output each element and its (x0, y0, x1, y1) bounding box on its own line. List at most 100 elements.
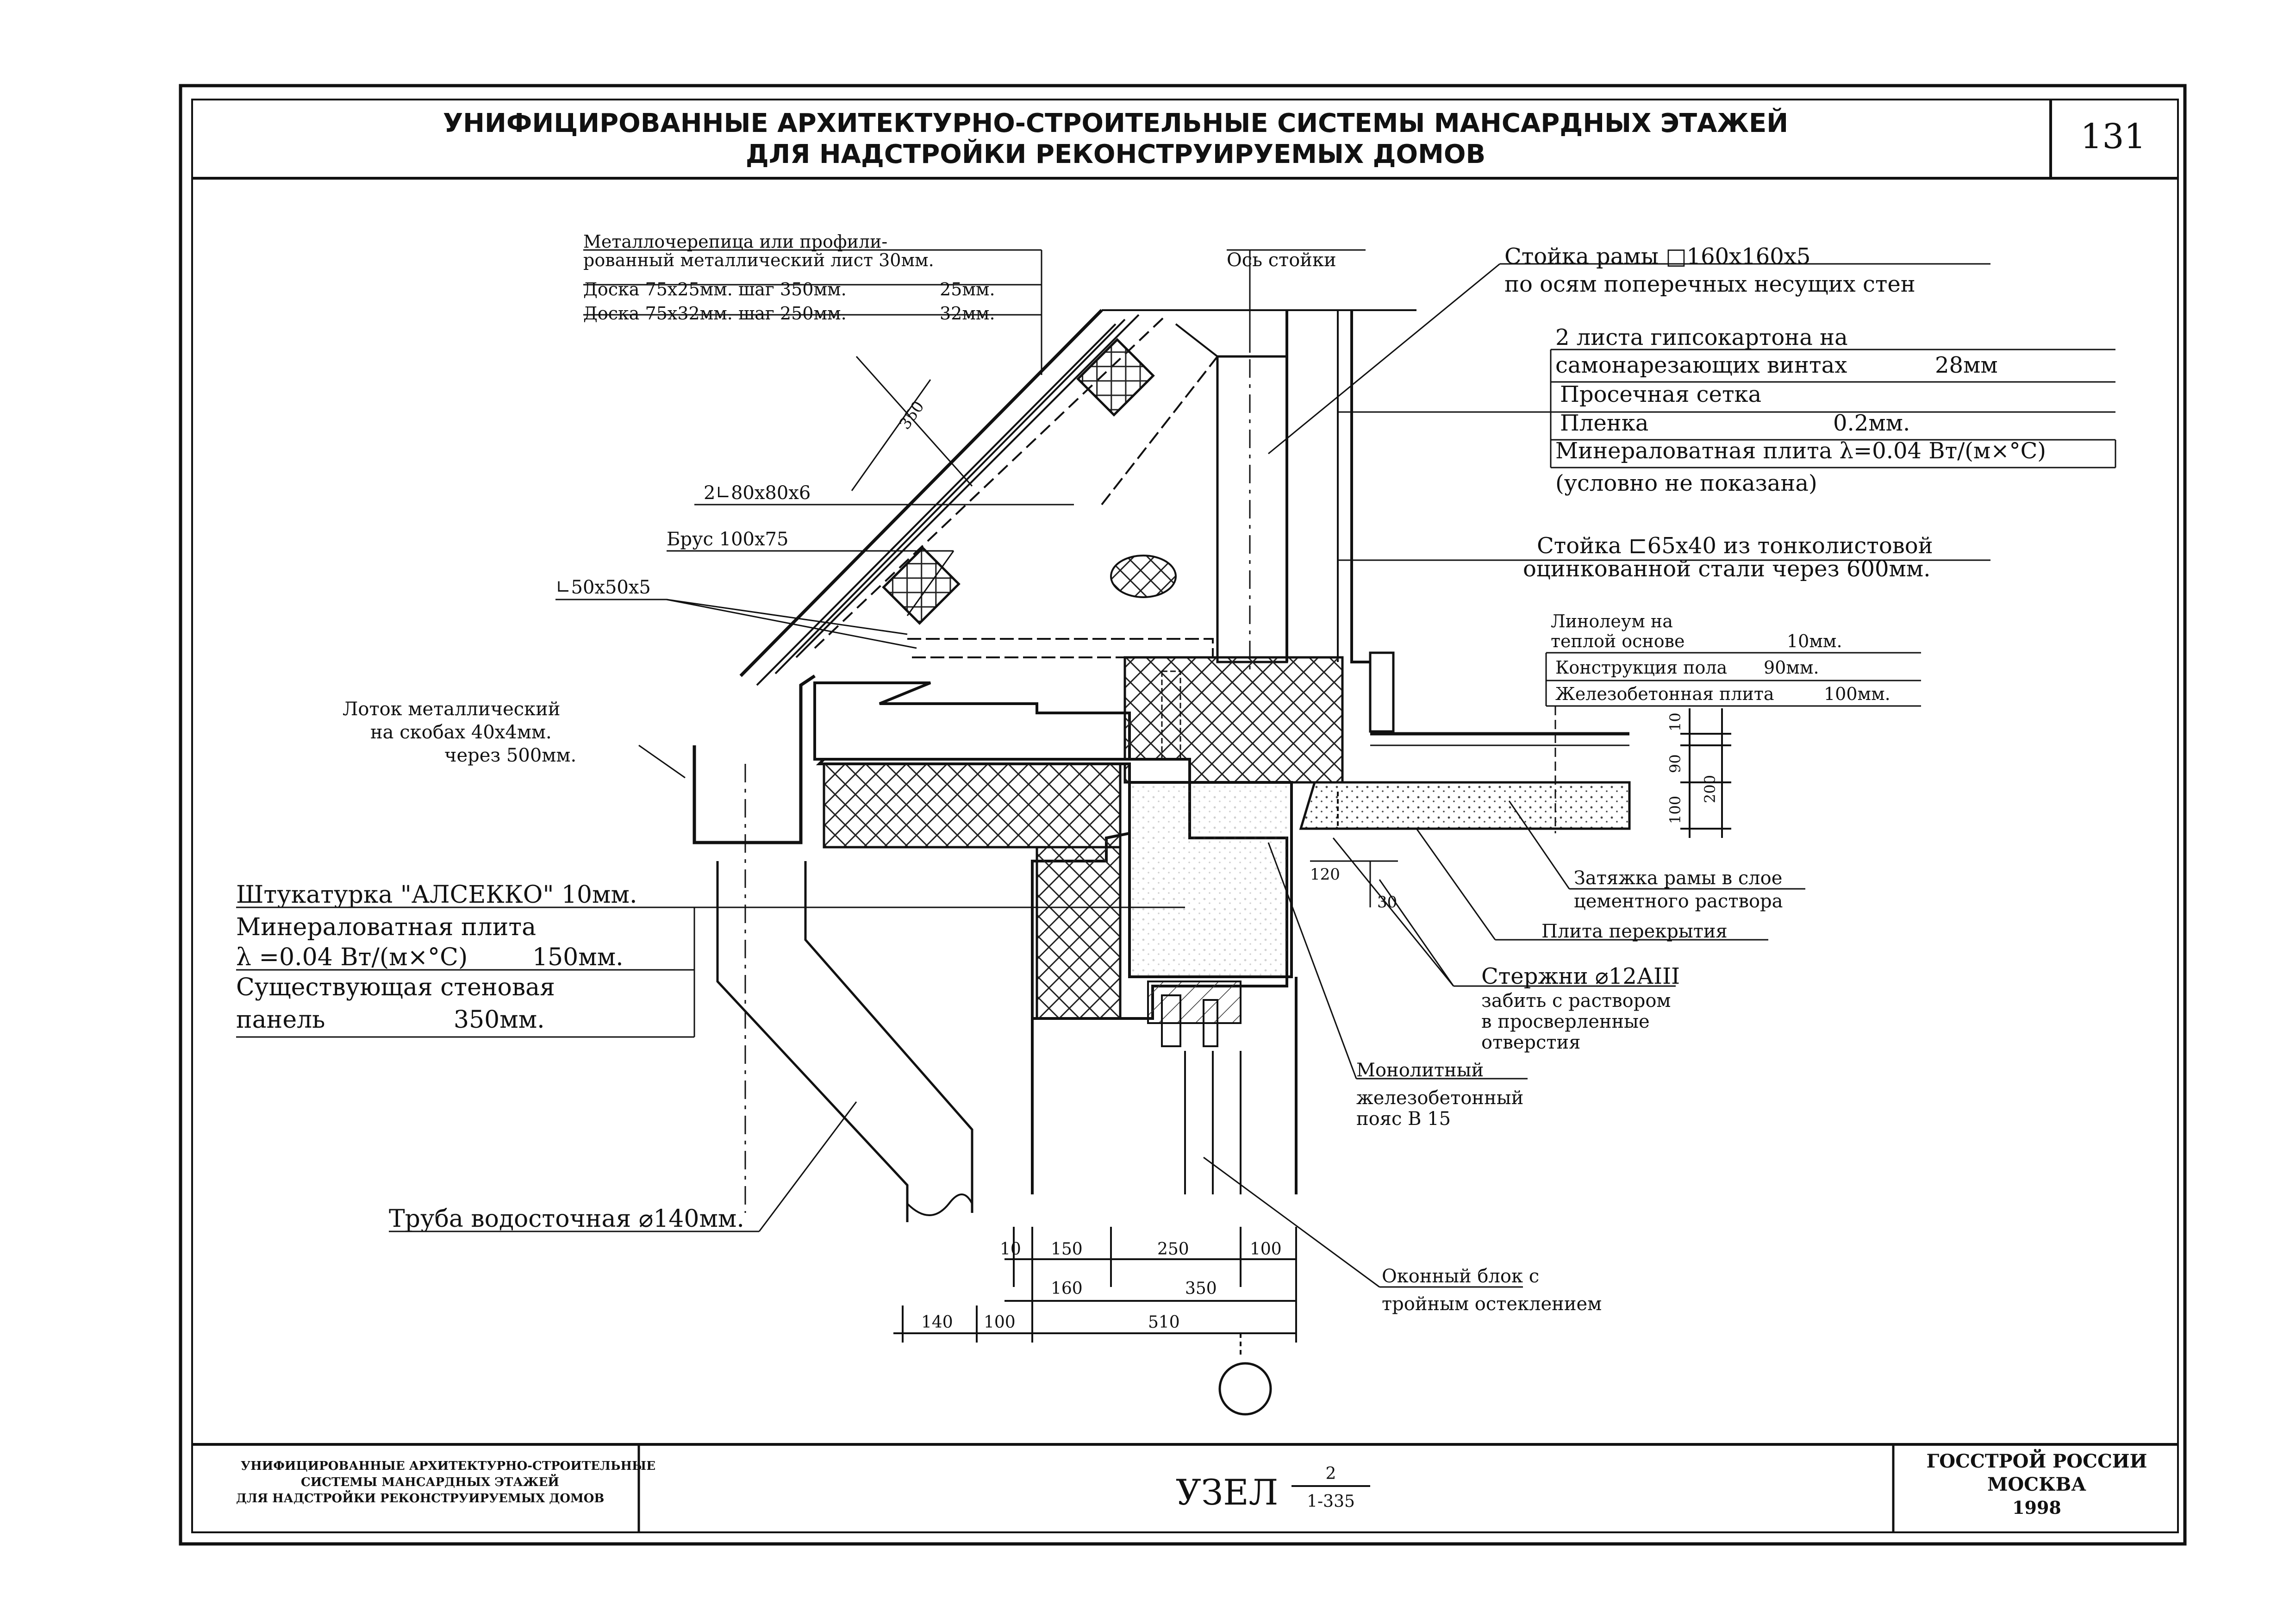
label-plaster: Штукатурка "АЛСЕККО" 10мм. (236, 881, 637, 909)
dim-120: 120 (1310, 865, 1340, 884)
label-gypsum-2: самонарезающих винтах (1555, 352, 1847, 378)
stamp-org-1: ГОССТРОЙ РОССИИ (1927, 1449, 2147, 1472)
floor-dimension-chain (1680, 708, 1731, 838)
label-wool-wall-1: Минераловатная плита (236, 913, 536, 941)
label-board-1-thk: 25мм. (940, 279, 995, 300)
window-block (1147, 981, 1242, 1194)
label-floor-thk: 90мм. (1764, 657, 1819, 678)
label-lino-1: Линолеум на (1551, 611, 1673, 631)
roof-beam-upper (1076, 338, 1155, 417)
label-wool-roof: Минераловатная плита λ=0.04 Вт/(м×°С) (1555, 438, 2046, 464)
dim-floor-10: 10 (1666, 712, 1684, 731)
label-tile-1: Металлочерепица или профили- (583, 231, 887, 252)
floor-assembly (1123, 651, 1631, 830)
label-film: Пленка (1560, 410, 1648, 436)
stamp-left-1: УНИФИЦИРОВАННЫЕ АРХИТЕКТУРНО-СТРОИТЕЛЬНЫ… (241, 1459, 655, 1473)
label-not-shown: (условно не показана) (1555, 470, 1817, 496)
dim-10: 10 (1000, 1240, 1021, 1259)
label-frame-post-1: Стойка рамы □160х160х5 (1504, 244, 1810, 269)
dim-150: 150 (1051, 1240, 1083, 1259)
stamp-node-series: 1-335 (1307, 1492, 1355, 1511)
construction-drawing (236, 249, 2116, 1416)
label-panel-thk: 350мм. (454, 1006, 545, 1034)
dim-100-bottom: 100 (984, 1313, 1016, 1332)
label-slab: Железобетонная плита (1555, 684, 1774, 704)
label-belt-2: железобетонный (1356, 1087, 1523, 1109)
dim-floor-200: 200 (1701, 775, 1719, 803)
label-mesh: Просечная сетка (1560, 381, 1761, 407)
label-small-angle: ∟50х50х5 (555, 577, 651, 598)
label-floor: Конструкция пола (1555, 657, 1727, 678)
label-belt-3: пояс В 15 (1356, 1108, 1451, 1130)
stamp-node-number: 2 (1326, 1464, 1336, 1483)
dim-30: 30 (1377, 893, 1397, 912)
gutter (693, 675, 816, 844)
label-wool-wall-thk: 150мм. (532, 943, 624, 971)
dimension-lines (893, 1227, 1297, 1356)
dim-100-top: 100 (1250, 1240, 1282, 1259)
leader-lines (236, 249, 2116, 1288)
concrete-belt (1128, 781, 1293, 978)
label-gutter-3: через 500мм. (444, 745, 576, 766)
label-tie-2: цементного раствора (1574, 891, 1783, 912)
stamp-node: УЗЕЛ (1176, 1472, 1278, 1513)
label-gypsum-thk: 28мм (1935, 352, 1998, 378)
dim-160: 160 (1051, 1279, 1083, 1298)
label-belt-1: Монолитный (1356, 1060, 1484, 1081)
label-rod: Стержни ⌀12АIII (1481, 963, 1680, 989)
stamp-left-3: ДЛЯ НАДСТРОЙКИ РЕКОНСТРУИРУЕМЫХ ДОМОВ (236, 1490, 604, 1505)
downpipe (716, 861, 973, 1222)
label-dim-350-slope: 350 (896, 398, 928, 433)
label-tie-1: Затяжка рамы в слое (1574, 868, 1782, 889)
label-board-2-thk: 32мм. (940, 303, 995, 324)
stamp-left-2: СИСТЕМЫ МАНСАРДНЫХ ЭТАЖЕЙ (301, 1474, 559, 1489)
roof-beam-lower (882, 546, 961, 625)
dim-140: 140 (921, 1313, 953, 1332)
insulation-vertical (1036, 846, 1122, 1020)
stamp-org-2: МОСКВА (1987, 1474, 2086, 1495)
dim-floor-100: 100 (1666, 796, 1684, 824)
label-double-angle: 2∟80х80х6 (704, 482, 811, 504)
label-post-axis: Ось стойки (1227, 250, 1336, 271)
label-slab-thk: 100мм. (1824, 684, 1890, 704)
label-panel-2: панель (236, 1006, 325, 1034)
label-wool-wall-2: λ =0.04 Вт/(м×°С) (236, 943, 468, 971)
dim-350: 350 (1185, 1279, 1217, 1298)
dim-floor-90: 90 (1666, 754, 1684, 773)
label-plate: Плита перекрытия (1541, 921, 1728, 942)
frame-post (1101, 310, 1370, 671)
label-beam: Брус 100х75 (667, 529, 788, 550)
label-rod-2: забить с раствором (1481, 990, 1671, 1012)
label-gypsum-1: 2 листа гипсокартона на (1555, 325, 1848, 350)
header-title-line1: УНИФИЦИРОВАННЫЕ АРХИТЕКТУРНО-СТРОИТЕЛЬНЫ… (443, 108, 1788, 138)
existing-wall-panel (1031, 977, 1298, 1194)
label-board-2: Доска 75х32мм. шаг 250мм. (583, 303, 847, 324)
brace-detail (1110, 555, 1177, 598)
label-downpipe: Труба водосточная ⌀140мм. (389, 1205, 744, 1233)
label-lino-thk: 10мм. (1787, 631, 1842, 651)
label-film-thk: 0.2мм. (1833, 410, 1910, 436)
label-lino-2: теплой основе (1551, 631, 1685, 651)
label-frame-post-2: по осям поперечных несущих стен (1504, 271, 1915, 297)
insulation-top (823, 762, 1122, 849)
label-panel-1: Существующая стеновая (236, 974, 555, 1001)
label-board-1: Доска 75х25мм. шаг 350мм. (583, 279, 847, 300)
label-tile-2: рованный металлический лист 30мм. (583, 250, 934, 270)
dim-250: 250 (1157, 1240, 1189, 1259)
label-stud-1: Стойка ⊏65х40 из тонколистовой (1537, 533, 1933, 559)
label-gutter-2: на скобах 40х4мм. (370, 722, 552, 743)
label-window-1: Оконный блок с (1382, 1266, 1539, 1287)
roof-slope (739, 309, 1416, 686)
label-rod-4: отверстия (1481, 1032, 1580, 1053)
sheet-frame (179, 84, 2187, 1546)
page-number: 131 (2080, 117, 2146, 156)
stamp-year: 1998 (2012, 1497, 2061, 1518)
label-gutter-1: Лоток металлический (343, 699, 560, 720)
label-window-2: тройным остеклением (1382, 1293, 1602, 1315)
section-marker (1218, 1362, 1272, 1416)
dim-510: 510 (1148, 1313, 1180, 1332)
label-rod-3: в просверленные (1481, 1011, 1650, 1032)
eaves-block (813, 681, 1131, 761)
header-title-line2: ДЛЯ НАДСТРОЙКИ РЕКОНСТРУИРУЕМЫХ ДОМОВ (746, 139, 1485, 169)
